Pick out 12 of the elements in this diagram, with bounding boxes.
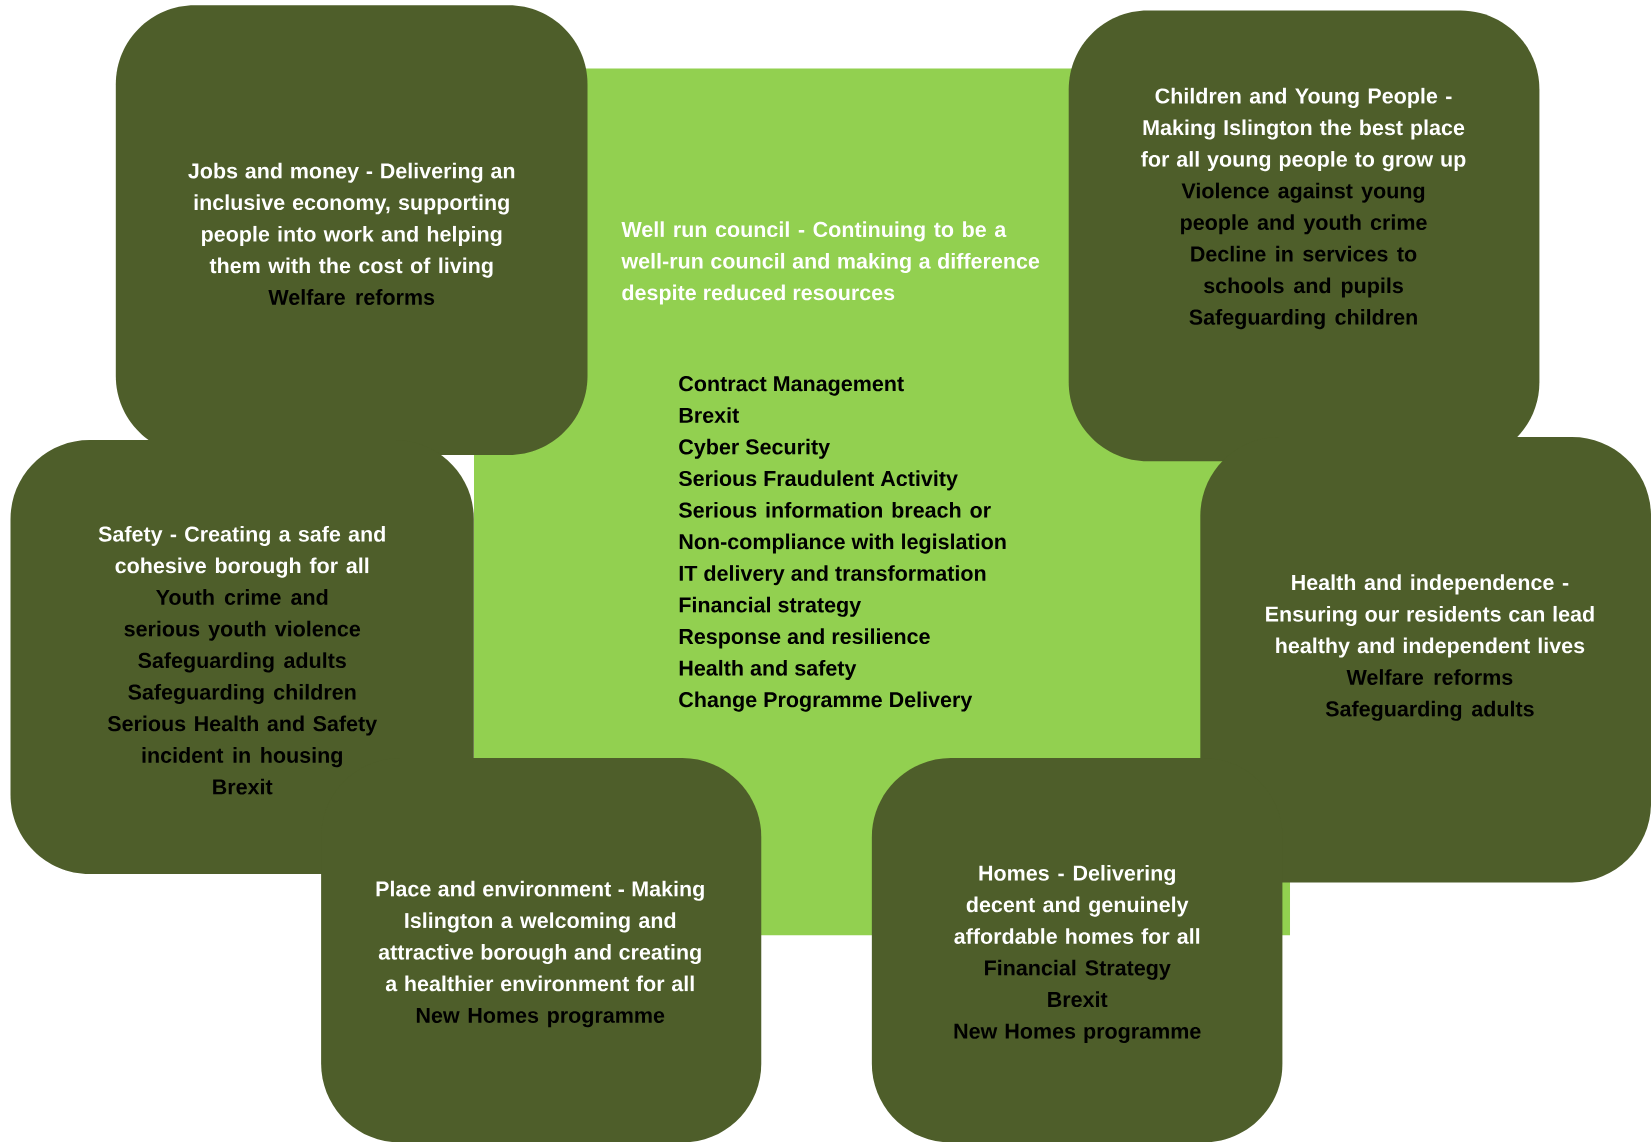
topic-box: Homes - Delivering decent and genuinely affordable homes for all Financial Strategy Brexit New Homes programme [871, 758, 1283, 1142]
topic-box: Jobs and money - Delivering an inclusive economy, supporting people into work and helping them with the cost of living Welfare reforms [115, 5, 588, 455]
node-label: Welfare reforms [268, 289, 435, 305]
node-label: Youth crime and serious youth violence [124, 589, 361, 641]
node-label: Safeguarding adults [138, 652, 346, 673]
node-label: Brexit [213, 778, 273, 795]
node-label: Safety - Creating a safe and cohesive borough for all [98, 525, 385, 578]
topic-box: Children and Young People - Making Islington the best place for all young people to grow up Violence against young people and youth crime Decline in services to schools and pupils Safeguarding children [1068, 10, 1540, 462]
topic-box: Health and independence - Ensuring our residents can lead healthy and independent lives Welfare reforms Safeguarding adults [1200, 437, 1651, 883]
node-label: Safeguarding children [128, 683, 356, 705]
node-label: Safeguarding adults [1325, 700, 1534, 721]
node-label: Welfare reforms [1346, 669, 1513, 685]
